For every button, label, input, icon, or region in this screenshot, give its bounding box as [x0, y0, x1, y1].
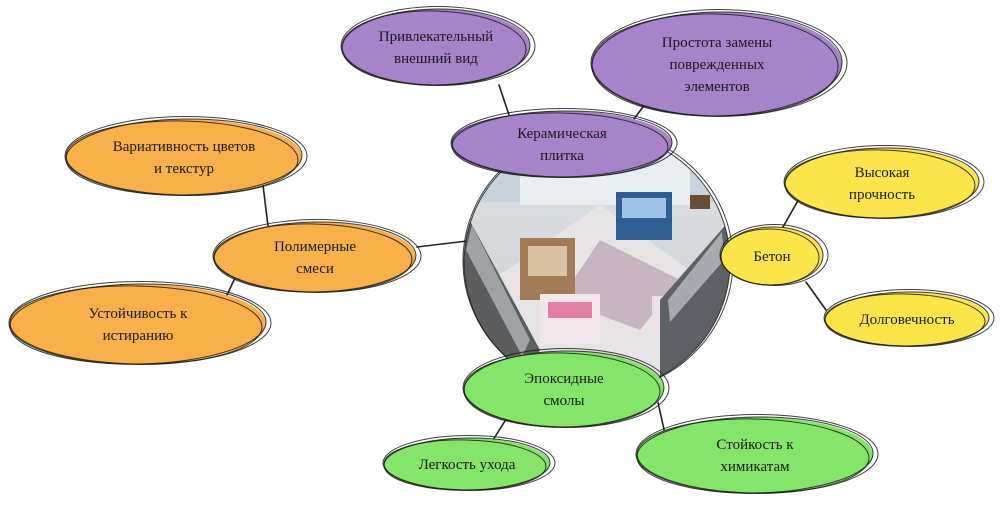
node-polymer-label: Полимерные: [274, 239, 356, 255]
node-abrasion-outline: [9, 285, 263, 365]
node-abrasion-label: истиранию: [103, 328, 174, 344]
node-strength: Высокая прочность: [783, 145, 985, 219]
node-ceramic-shape: [452, 111, 672, 177]
node-replace-shape: [592, 12, 842, 116]
node-ceramic: Керамическая плитка: [450, 108, 678, 178]
node-abrasion-shape: [10, 284, 266, 364]
edge-variety-polymer: [262, 184, 269, 227]
node-epoxy-outline: [463, 352, 661, 428]
node-concrete-outline: [720, 228, 820, 286]
node-attractive-outline: [341, 10, 527, 86]
node-attractive-outline: [340, 6, 536, 86]
node-ceramic-label: плитка: [540, 148, 584, 164]
node-durability-outline: [824, 293, 986, 347]
node-epoxy-label: смолы: [543, 393, 584, 409]
node-attractive-shape: [342, 9, 530, 85]
node-variety-label: и текстур: [154, 161, 214, 177]
node-variety-label: Вариативность цветов: [113, 139, 255, 155]
edge-chemical-epoxy: [656, 397, 666, 435]
center-photo: [462, 129, 734, 393]
node-polymer-shape: [214, 222, 416, 292]
node-easycare-label: Легкость ухода: [419, 457, 516, 473]
node-strength-label: прочность: [849, 187, 915, 203]
node-easycare-shape: [384, 438, 550, 490]
node-chemical-outline: [636, 418, 870, 494]
node-concrete-label: Бетон: [753, 249, 790, 265]
node-strength-outline: [784, 149, 976, 219]
node-strength-shape: [785, 148, 979, 218]
node-variety-outline: [65, 120, 299, 196]
node-polymer: Полимерные смеси: [212, 219, 422, 293]
node-attractive-label: Привлекательный: [379, 29, 493, 45]
node-durability-shape: [825, 292, 989, 346]
node-polymer-outline: [213, 223, 413, 293]
node-polymer-label: смеси: [296, 261, 334, 277]
node-epoxy-shape: [464, 351, 664, 427]
node-replace-label: поврежденных: [669, 57, 765, 73]
node-ceramic-label: Керамическая: [517, 126, 607, 142]
node-abrasion: Устойчивость к истиранию: [8, 281, 272, 365]
node-replace-label: Простота замены: [662, 35, 773, 51]
node-replace: Простота замены поврежденных элементов: [590, 9, 848, 117]
node-abrasion-label: Устойчивость к: [89, 306, 189, 322]
node-ceramic-outline: [451, 112, 669, 178]
node-chemical: Стойкость к химикатам: [635, 414, 879, 494]
edge-polymer-center: [416, 240, 468, 248]
node-attractive-label: внешний вид: [394, 51, 478, 67]
node-concrete: Бетон: [719, 224, 829, 286]
node-replace-outline: [591, 13, 839, 117]
node-replace-label: элементов: [684, 79, 749, 95]
node-easycare-outline: [383, 439, 547, 491]
node-concrete-outline: [719, 224, 829, 286]
node-epoxy-label: Эпоксидные: [524, 371, 604, 387]
node-epoxy: Эпоксидные смолы: [462, 348, 670, 428]
node-chemical-shape: [637, 417, 873, 493]
node-chemical-label: Стойкость к: [716, 437, 794, 453]
node-variety: Вариативность цветов и текстур: [64, 116, 308, 196]
node-strength-label: Высокая: [855, 165, 910, 181]
node-variety-shape: [66, 119, 302, 195]
node-durability-label: Долговечность: [859, 312, 954, 328]
edge-durability-concrete: [805, 281, 827, 311]
node-concrete-shape: [721, 227, 823, 285]
node-attractive: Привлекательный внешний вид: [340, 6, 536, 86]
node-chemical-label: химикатам: [720, 459, 790, 475]
node-easycare: Легкость ухода: [382, 435, 556, 491]
node-durability: Долговечность: [823, 289, 995, 347]
